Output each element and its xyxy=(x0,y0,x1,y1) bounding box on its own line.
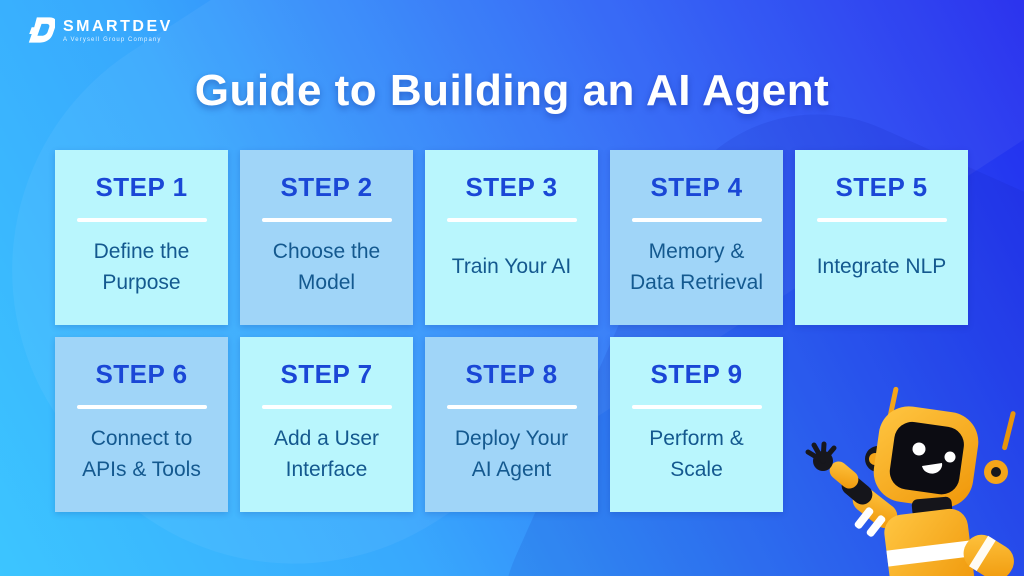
brand-tagline: A Verysell Group Company xyxy=(63,36,162,43)
step-card-3: STEP 3 Train Your AI xyxy=(425,150,598,325)
step-divider xyxy=(261,405,392,409)
step-divider xyxy=(76,218,207,222)
step-description-line1: Train Your AI xyxy=(451,255,572,278)
robot-leg xyxy=(963,534,1014,576)
robot-mascot xyxy=(805,386,1016,576)
step-divider xyxy=(76,405,207,409)
step-divider xyxy=(816,218,947,222)
step-description: Define the Purpose xyxy=(94,222,190,325)
smartdev-d-icon xyxy=(28,17,55,43)
step-label: STEP 6 xyxy=(95,359,188,389)
step-label: STEP 2 xyxy=(280,172,373,202)
step-card-5: STEP 5 Integrate NLP xyxy=(795,150,968,325)
step-description-line2: Interface xyxy=(285,457,368,481)
step-description-line1: Connect to xyxy=(90,426,193,450)
brand-logo: SMARTDEV A Verysell Group Company xyxy=(28,16,173,44)
step-divider xyxy=(261,218,392,222)
step-card-4: STEP 4 Memory & Data Retrieval xyxy=(610,150,783,325)
step-card-2: STEP 2 Choose the Model xyxy=(240,150,413,325)
step-description-line2: AI Agent xyxy=(471,457,552,481)
step-description-line2: APIs & Tools xyxy=(82,457,201,481)
step-description-line1: Add a User xyxy=(273,426,380,450)
step-description: Add a User Interface xyxy=(274,409,379,512)
step-label: STEP 8 xyxy=(465,359,558,389)
step-card-8: STEP 8 Deploy Your AI Agent xyxy=(425,337,598,512)
page-title: Guide to Building an AI Agent xyxy=(194,66,830,115)
step-card-6: STEP 6 Connect to APIs & Tools xyxy=(55,337,228,512)
step-label: STEP 7 xyxy=(280,359,373,389)
step-description: Train Your AI xyxy=(452,222,571,325)
step-divider xyxy=(446,405,577,409)
step-description: Connect to APIs & Tools xyxy=(82,409,201,512)
step-label: STEP 1 xyxy=(95,172,188,202)
step-description: Memory & Data Retrieval xyxy=(630,222,763,325)
step-description-line2: Scale xyxy=(670,457,723,481)
step-description: Integrate NLP xyxy=(817,222,947,325)
step-description-line1: Memory & xyxy=(648,239,745,263)
step-description: Perform & Scale xyxy=(649,409,744,512)
step-divider xyxy=(631,405,762,409)
step-description-line1: Deploy Your xyxy=(454,426,569,450)
step-description-line2: Data Retrieval xyxy=(629,270,764,294)
step-divider xyxy=(446,218,577,222)
step-description-line1: Choose the xyxy=(272,239,381,263)
step-description-line1: Integrate NLP xyxy=(816,255,947,278)
steps-grid: STEP 1 Define the Purpose STEP 2 Choose … xyxy=(55,150,968,512)
step-description-line1: Define the xyxy=(93,239,190,263)
step-description-line2: Purpose xyxy=(102,270,181,294)
step-label: STEP 3 xyxy=(465,172,558,202)
step-label: STEP 4 xyxy=(650,172,743,202)
step-card-1: STEP 1 Define the Purpose xyxy=(55,150,228,325)
step-card-7: STEP 7 Add a User Interface xyxy=(240,337,413,512)
robot-arm xyxy=(805,441,898,537)
step-description: Deploy Your AI Agent xyxy=(455,409,568,512)
step-description: Choose the Model xyxy=(273,222,380,325)
step-card-9: STEP 9 Perform & Scale xyxy=(610,337,783,512)
step-description-line1: Perform & xyxy=(649,426,744,450)
brand-name: SMARTDEV xyxy=(63,17,173,35)
step-label: STEP 5 xyxy=(835,172,928,202)
step-label: STEP 9 xyxy=(650,359,743,389)
step-description-line2: Model xyxy=(297,270,356,294)
step-divider xyxy=(631,218,762,222)
